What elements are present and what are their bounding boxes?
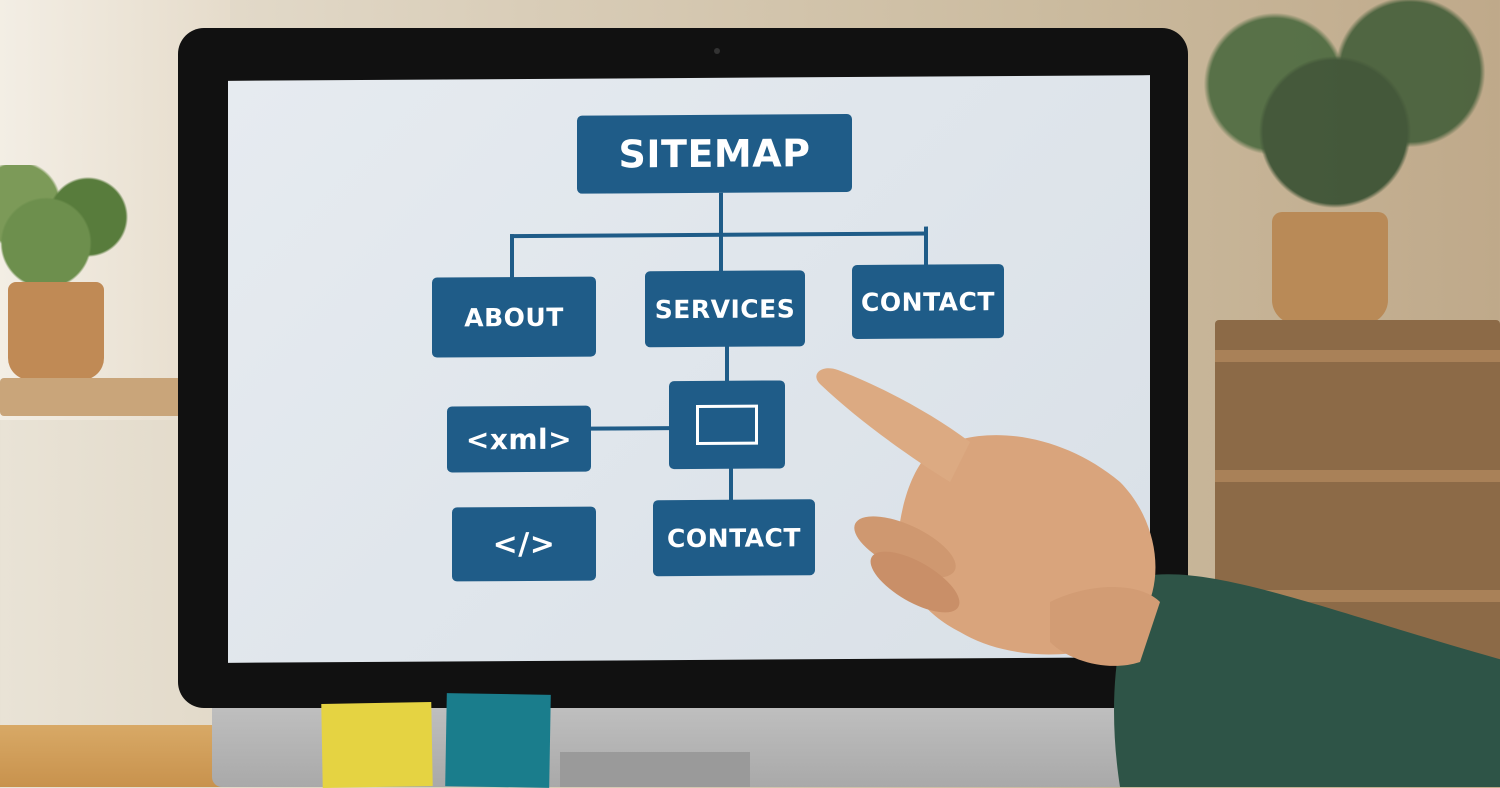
contact-node-bottom[interactable]: CONTACT xyxy=(653,499,815,577)
connector-line xyxy=(725,345,729,382)
potted-plant-left xyxy=(0,165,130,295)
shelf-board xyxy=(1215,350,1500,362)
shelf-board xyxy=(1215,470,1500,482)
xml-node[interactable]: <xml> xyxy=(447,405,591,473)
code-node[interactable]: </> xyxy=(452,506,596,582)
webcam xyxy=(714,48,720,54)
contact-node-top[interactable]: CONTACT xyxy=(852,264,1004,340)
sweater-sleeve xyxy=(1114,574,1500,787)
connector-line xyxy=(924,226,928,267)
monitor-stand xyxy=(560,752,750,787)
page-node[interactable] xyxy=(669,380,785,470)
connector-line xyxy=(590,426,670,431)
about-node[interactable]: ABOUT xyxy=(432,276,596,358)
services-node[interactable]: SERVICES xyxy=(645,270,805,348)
plant-pot-right xyxy=(1272,212,1388,324)
sticky-note-teal xyxy=(445,693,551,788)
sitemap-root-node[interactable]: SITEMAP xyxy=(577,114,852,194)
connector-line xyxy=(729,465,733,504)
pointing-hand xyxy=(816,368,1500,787)
connector-line xyxy=(510,234,514,280)
curled-finger xyxy=(854,516,956,578)
plant-pot-left xyxy=(8,282,104,380)
wrist xyxy=(1050,587,1160,666)
potted-plant-right xyxy=(1200,0,1500,240)
curled-finger xyxy=(870,551,960,613)
empty-rectangle-icon xyxy=(696,404,758,445)
index-finger xyxy=(816,368,970,482)
window-sill xyxy=(0,378,200,416)
sticky-note-yellow xyxy=(321,702,433,788)
